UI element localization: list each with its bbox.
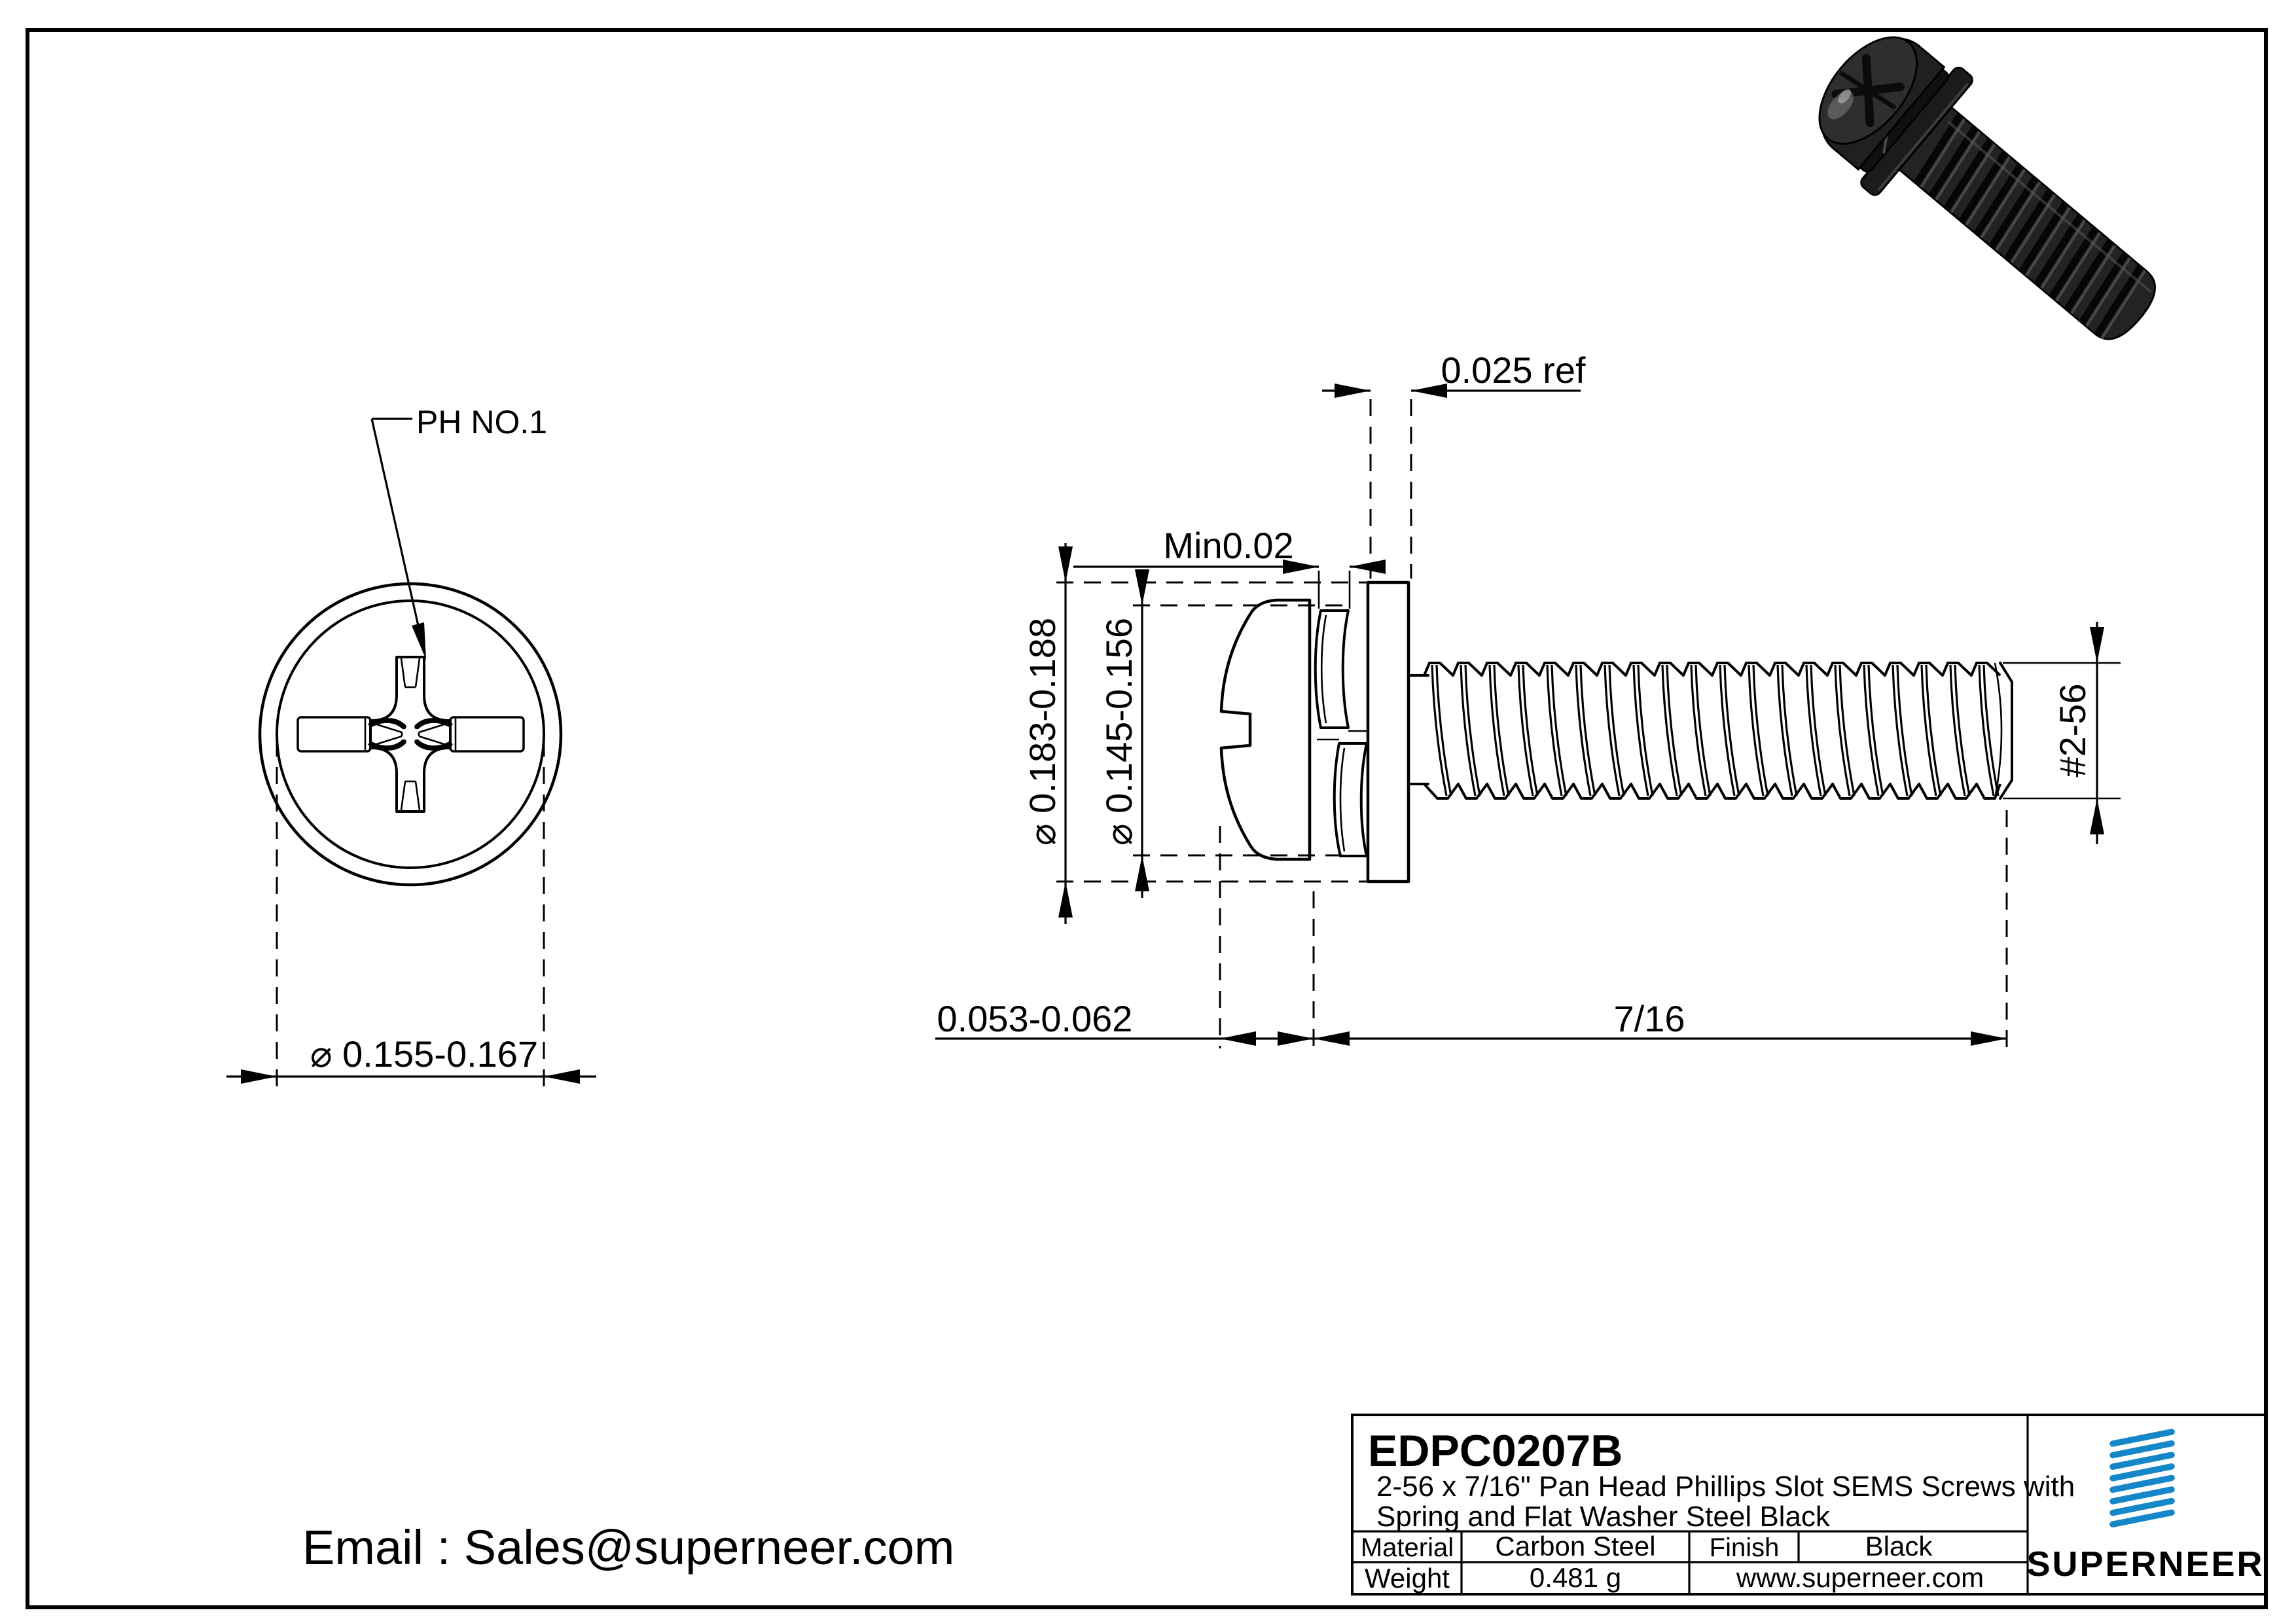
brand-name: SUPERNEER — [2026, 1544, 2264, 1584]
dim-arrow — [1335, 383, 1371, 398]
dim-arrow — [1135, 855, 1149, 891]
head-outer-circle — [276, 599, 545, 869]
dim-arrow — [544, 1069, 580, 1084]
dim-arrow — [1058, 882, 1073, 918]
head-height-dim: 0.053-0.062 — [937, 998, 1133, 1039]
screw-3d-render — [1818, 36, 2156, 340]
recess-shadow-wedge — [368, 718, 406, 730]
recess-shadow-wedge — [414, 718, 453, 730]
recess-shadow-wedge — [414, 739, 453, 751]
dim-arrow — [1411, 383, 1447, 398]
dim-arrow — [1058, 546, 1073, 582]
dim-arrow — [2090, 627, 2104, 663]
thread-spec-dim: #2-56 — [2052, 683, 2093, 777]
screw-side-view: 0.025 ref Min0.02 ⌀ 0.183-0.188 ⌀ 0.145-… — [935, 349, 2121, 1048]
website-link[interactable]: www.superneer.com — [1736, 1562, 1984, 1593]
head-od-dim: ⌀ 0.145-0.156 — [1098, 618, 1139, 846]
dim-arrow — [2090, 798, 2104, 834]
thread-profile — [1423, 662, 2001, 800]
slot-left-bar — [296, 716, 372, 753]
ph-callout-label: PH NO.1 — [416, 404, 547, 440]
dim-arrow — [1278, 1031, 1314, 1046]
part-number: EDPC0207B — [1368, 1426, 1623, 1476]
material-value: Carbon Steel — [1495, 1531, 1655, 1561]
title-block-border — [1351, 1414, 2267, 1596]
spring-washer-lower — [1333, 742, 1368, 857]
description-line2: Spring and Flat Washer Steel Black — [1376, 1501, 1831, 1533]
screw-length-dim: 7/16 — [1614, 998, 1685, 1039]
dim-arrow — [1220, 1031, 1256, 1046]
leader-arrow — [412, 622, 426, 660]
superneer-logo-icon — [2109, 1429, 2175, 1527]
dim-arrow — [1283, 560, 1319, 574]
email-text[interactable]: Email : Sales@superneer.com — [302, 1520, 954, 1575]
washer-outer-circle — [258, 582, 563, 887]
slot-right-bar — [449, 716, 525, 753]
material-label: Material — [1361, 1533, 1454, 1562]
description-line1: 2-56 x 7/16" Pan Head Phillips Slot SEMS… — [1376, 1471, 2075, 1503]
phillips-cross — [369, 656, 452, 813]
spring-washer-lower-arc — [1339, 747, 1346, 852]
finish-value: Black — [1865, 1531, 1933, 1561]
head-top-view: PH NO.1 ⌀ 0.155-0.167 — [226, 404, 596, 1086]
weight-label: Weight — [1365, 1563, 1450, 1594]
thread-3d-stripes — [1913, 113, 2146, 340]
recess-depth-lines — [370, 658, 451, 811]
title-block: EDPC0207B 2-56 x 7/16" Pan Head Phillips… — [1351, 1414, 2267, 1596]
dim-arrow — [1971, 1031, 2007, 1046]
spring-min-dim: Min0.02 — [1163, 525, 1293, 566]
washer-thickness-dim: 0.025 ref — [1441, 349, 1585, 391]
finish-label: Finish — [1710, 1533, 1780, 1562]
thread-tip-chamfer — [1999, 662, 2013, 800]
dim-arrow — [241, 1069, 277, 1084]
recess-shadow-wedge — [368, 739, 406, 751]
dim-arrow — [1350, 560, 1386, 574]
weight-value: 0.481 g — [1530, 1562, 1621, 1593]
flat-washer — [1366, 580, 1410, 883]
thread-tip-arc — [1994, 662, 2003, 799]
dim-arrow — [1314, 1031, 1350, 1046]
pan-head-outline — [1219, 598, 1312, 861]
dim-arrow — [1135, 569, 1149, 605]
leader-line — [370, 418, 425, 652]
washer-od-dim: ⌀ 0.183-0.188 — [1022, 618, 1063, 846]
head-diameter-dim: ⌀ 0.155-0.167 — [310, 1033, 538, 1075]
spring-washer-upper-arc — [1320, 615, 1327, 724]
spring-washer-upper — [1314, 609, 1350, 729]
page-border — [26, 28, 2268, 1609]
